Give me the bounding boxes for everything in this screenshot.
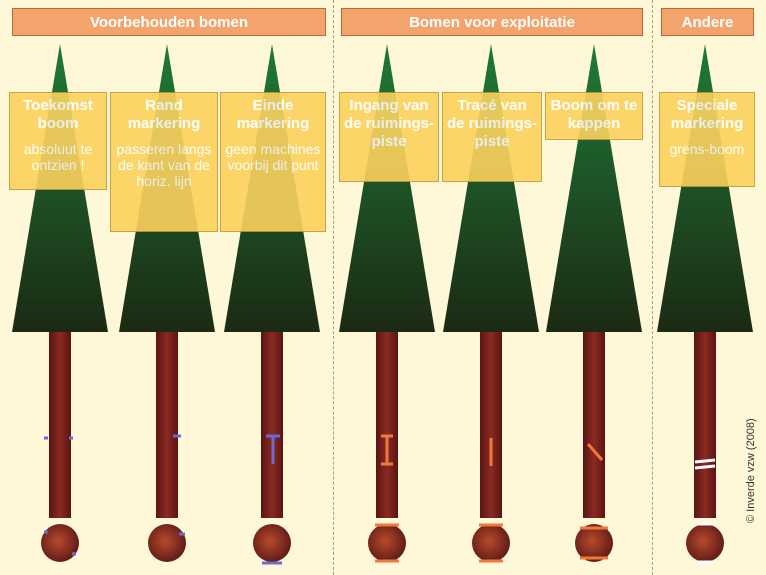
tree-label-cut: Boom om te kappen [545,92,643,140]
tree-stump [686,524,724,562]
tree-label-trace: Tracé van de ruimings-piste [442,92,542,182]
trunk-mark [694,464,716,470]
tree-desc: geen machines voorbij dit punt [225,141,321,173]
stump-mark [72,552,76,556]
tree-trunk [49,328,71,518]
tree-desc: absoluut te ontzien ! [23,141,93,173]
tree-label-entrance: Ingang van de ruimings-piste [339,92,439,182]
trunk-mark [694,458,716,464]
tree-stump [472,524,510,562]
tree-title: Toekomst boom [23,97,93,132]
tree-trunk [694,328,716,518]
tree-canopy [339,44,435,332]
tree-stump [575,524,613,562]
tree-title: Einde markering [236,97,310,132]
tree-trunk [156,328,178,518]
tree-canopy [443,44,539,332]
tree-stump [148,524,186,562]
tree-trunk [480,328,502,518]
tree-stump [253,524,291,562]
tree-title: Ingang van de ruimings-piste [344,97,435,150]
tree-trunk [376,328,398,518]
group-divider-left [333,0,334,575]
tree-trunk [583,328,605,518]
tree-label-edge: Rand markering passeren langs de kant va… [110,92,218,232]
stump-mark [44,530,48,534]
tree-trunk [261,328,283,518]
group-header-reserved: Voorbehouden bomen [12,8,326,36]
tree-title: Speciale markering [670,97,744,132]
tree-canopy [657,44,753,332]
group-divider-right [652,0,653,575]
tree-label-end: Einde markering geen machines voorbij di… [220,92,326,232]
tree-label-special: Speciale markering grens-boom [659,92,755,187]
group-header-exploitation: Bomen voor exploitatie [341,8,643,36]
tree-canopy [546,44,642,332]
tree-title: Boom om te kappen [550,97,638,132]
copyright-text: © Inverde vzw (2008) [745,418,757,523]
tree-desc: grens-boom [669,141,745,157]
group-header-other: Andere [661,8,754,36]
tree-stump [41,524,79,562]
tree-stump [368,524,406,562]
tree-title: Tracé van de ruimings-piste [447,97,538,150]
trunk-mark [586,443,604,461]
tree-desc: passeren langs de kant van de horiz. lij… [116,141,212,189]
tree-label-future: Toekomst boom absoluut te ontzien ! [9,92,107,190]
tree-title: Rand markering [127,97,201,132]
